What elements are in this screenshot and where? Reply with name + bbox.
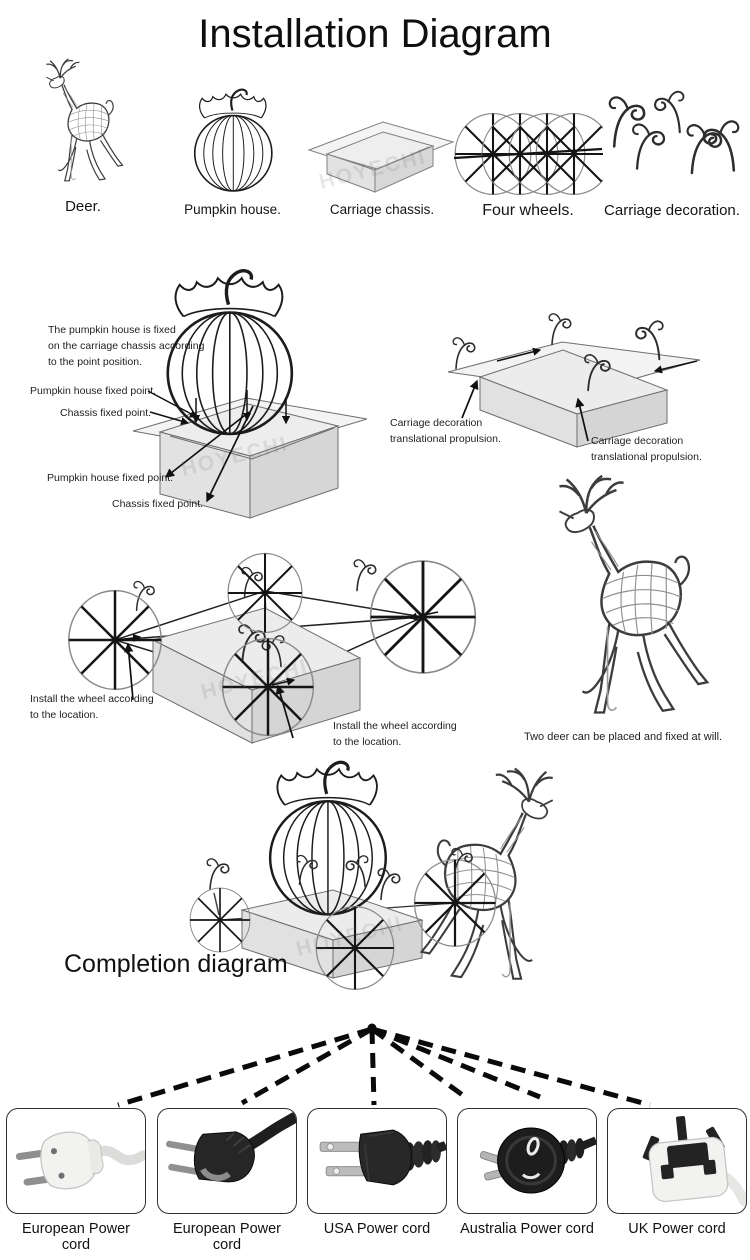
power-cord-card-european-white: European Power cord <box>6 1108 146 1253</box>
assembly-step-3-graphic <box>67 474 709 744</box>
label-two-deer-note: Two deer can be placed and fixed at will… <box>524 731 723 743</box>
label-install-wheel-left: Install the wheel according to the locat… <box>30 693 154 721</box>
cord-label-australia: Australia Power cord <box>460 1221 594 1237</box>
uk-plug-icon <box>642 1116 746 1207</box>
part-figure-decoration: Carriage decoration. <box>596 84 748 219</box>
power-cord-card-european-black: European Power cord <box>157 1108 297 1253</box>
australia-plug-card <box>457 1108 597 1214</box>
label-pumpkin-fixed-point-bottom: Pumpkin house fixed point. <box>47 472 174 484</box>
part-label-deer: Deer. <box>65 198 101 215</box>
cord-label-usa: USA Power cord <box>323 1221 431 1237</box>
pumpkin-house-icon <box>193 88 273 193</box>
part-figure-wheels: Four wheels. <box>452 110 604 220</box>
uk-plug-card <box>607 1108 747 1214</box>
cord-label-european-white: European Power cord <box>21 1221 130 1253</box>
part-label-decoration: Carriage decoration. <box>604 202 740 219</box>
label-chassis-fixed-point-bottom: Chassis fixed point. <box>112 498 204 510</box>
label-pumpkin-fixed-point-top: Pumpkin house fixed point. <box>30 385 157 397</box>
label-install-wheel-right: Install the wheel according to the locat… <box>333 720 457 748</box>
european-black-plug-card <box>157 1108 297 1214</box>
part-label-chassis: Carriage chassis. <box>329 202 435 217</box>
power-cord-fan-lines <box>117 1023 651 1108</box>
part-label-pumpkin: Pumpkin house. <box>184 202 281 217</box>
part-figure-deer: Deer. <box>18 56 148 215</box>
cord-junction-dot <box>367 1023 377 1033</box>
label-decoration-right: Carriage decoration translational propul… <box>591 435 702 463</box>
european-white-plug-card <box>6 1108 146 1214</box>
part-figure-chassis: Carriage chassis. <box>303 116 461 217</box>
power-cord-card-australia: Australia Power cord <box>457 1108 597 1237</box>
australia-plug-icon <box>479 1127 596 1194</box>
completion-diagram-graphic <box>189 760 554 991</box>
cord-label-european-black: European Power cord <box>172 1221 281 1253</box>
deer-wireframe-completion <box>420 767 554 980</box>
label-decoration-left: Carriage decoration translational propul… <box>390 417 501 445</box>
usa-plug-icon <box>319 1129 446 1186</box>
european-black-plug-icon <box>166 1112 296 1183</box>
carriage-decoration-icon <box>608 90 740 175</box>
power-cord-card-uk: UK Power cord <box>607 1108 747 1237</box>
part-label-wheels: Four wheels. <box>482 202 574 219</box>
completion-diagram-caption: Completion diagram <box>64 950 288 978</box>
usa-plug-card <box>307 1108 447 1214</box>
part-figure-pumpkin: Pumpkin house. <box>170 86 295 217</box>
power-cord-card-usa: USA Power cord <box>307 1108 447 1237</box>
european-white-plug-icon <box>15 1131 145 1190</box>
cord-label-uk: UK Power cord <box>628 1221 726 1237</box>
four-wheels-icon <box>453 112 603 196</box>
deer-wireframe-large <box>558 474 709 714</box>
carriage-chassis-icon <box>307 121 455 193</box>
deer-icon <box>45 58 124 182</box>
page-title: Installation Diagram <box>198 12 552 56</box>
note-pumpkin-fixing: The pumpkin house is fixed on the carria… <box>48 324 205 368</box>
assembly-steps-1-2-graphic <box>132 269 701 519</box>
label-chassis-fixed-point-top: Chassis fixed point. <box>60 407 152 419</box>
